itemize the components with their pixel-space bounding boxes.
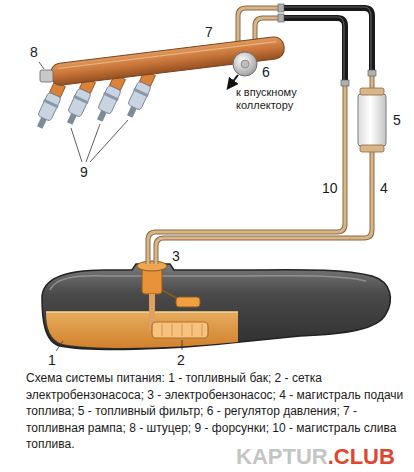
watermark: .CLUB <box>328 446 395 468</box>
return-hose-shine <box>282 17 344 82</box>
injector <box>32 81 67 131</box>
fuel-surface <box>46 311 238 313</box>
rail-fitting <box>40 70 53 82</box>
return-hose <box>282 18 345 82</box>
tank-highlight <box>50 276 366 290</box>
hose-clamp <box>368 70 376 76</box>
callout-number: 6 <box>262 64 270 80</box>
leader-lines <box>39 62 182 351</box>
filter-cap <box>360 88 384 95</box>
pump-flange <box>137 261 167 271</box>
pump-strainer <box>152 322 208 338</box>
fuel-level <box>46 312 238 348</box>
callout-number: 7 <box>205 24 213 40</box>
injector-ring <box>103 92 119 101</box>
injector-body <box>98 85 122 114</box>
pump-float <box>176 297 200 307</box>
fuel-rail <box>49 36 285 86</box>
leader-line <box>182 340 183 350</box>
strainer-mesh <box>162 324 202 336</box>
leader-line <box>39 62 44 69</box>
injector-body <box>128 81 152 110</box>
leader-line <box>90 120 128 162</box>
hose-clamp <box>278 14 284 22</box>
filter-cap <box>360 145 384 152</box>
callout-number: 10 <box>322 180 338 196</box>
injector-ring <box>73 95 89 104</box>
injector-nozzle <box>67 113 77 125</box>
injector-nozzle <box>37 117 47 129</box>
injector-ring <box>133 88 149 97</box>
pressure-regulator <box>233 52 257 76</box>
injector-body <box>68 88 92 117</box>
callout-number: 4 <box>380 180 388 196</box>
figure-caption: Схема системы питания: 1 - топливный бак… <box>26 370 408 453</box>
callout-number: 9 <box>80 164 88 180</box>
injector-body <box>38 92 62 121</box>
watermark: KAPTUR <box>236 446 328 468</box>
callout-number: 8 <box>30 44 38 60</box>
callout-number: 1 <box>48 352 56 368</box>
fuel-rail-group <box>49 36 285 86</box>
injector-ring <box>43 99 59 108</box>
injector-nozzle <box>127 106 137 118</box>
callout-number: 2 <box>177 352 185 368</box>
hose-clamp <box>278 4 284 12</box>
fuel-tank <box>42 264 390 349</box>
fuel-filter <box>358 94 386 146</box>
direction-note: к впускному коллектору <box>236 86 316 111</box>
regulator-center <box>241 60 249 68</box>
hose-clamp <box>341 80 349 86</box>
leader-line <box>86 124 100 162</box>
leader-line <box>71 128 82 162</box>
callout-number: 3 <box>172 248 180 264</box>
leader-line <box>56 341 63 351</box>
callout-number: 5 <box>393 112 401 128</box>
injector-nozzle <box>97 110 107 122</box>
